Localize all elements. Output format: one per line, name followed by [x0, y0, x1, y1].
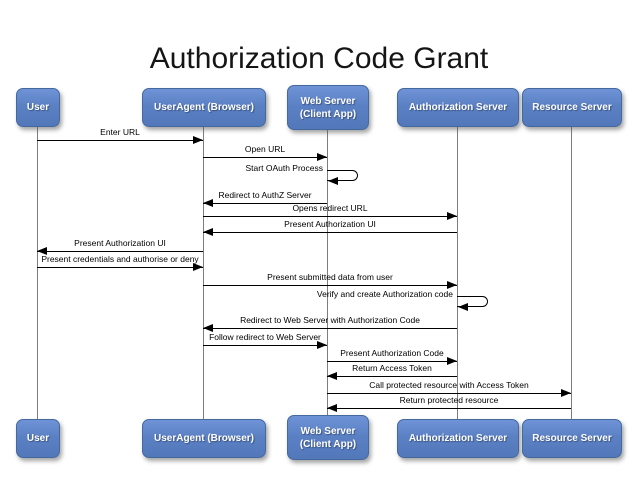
message-arrowhead [203, 324, 213, 332]
message-label: Present submitted data from user [267, 272, 393, 282]
actor-label: UserAgent (Browser) [153, 102, 255, 113]
actor-label: UserAgent (Browser) [153, 433, 255, 444]
message-arrowhead [317, 341, 327, 349]
message-label: Start OAuth Process [245, 163, 323, 173]
message-label: Present Authorization UI [284, 219, 376, 229]
message-label: Return Access Token [352, 363, 432, 373]
message-arrow-line [327, 361, 457, 362]
message-arrow-line [203, 157, 327, 158]
message-label: Follow redirect to Web Server [209, 332, 321, 342]
actor-label: Web Server [300, 425, 356, 437]
self-message-arrowhead [328, 177, 338, 185]
actor-label: Web Server [300, 95, 356, 107]
lifeline-webserver [327, 106, 328, 437]
actor-box-resourceserver-bottom: Resource Server [522, 419, 622, 458]
message-arrowhead [447, 357, 457, 365]
diagram-title: Authorization Code Grant [149, 42, 489, 75]
actor-label: Resource Server [532, 433, 612, 444]
actor-label: User [26, 433, 50, 444]
actor-label: User [26, 102, 50, 113]
message-arrow-line [37, 140, 203, 141]
message-arrow-line [203, 285, 457, 286]
message-label: Open URL [244, 144, 286, 154]
message-arrow-line [203, 232, 457, 233]
message-label: Return protected resource [399, 395, 499, 405]
lifeline-authserver [457, 106, 458, 437]
actor-box-resourceserver-top: Resource Server [522, 88, 622, 127]
message-arrow-line [203, 345, 327, 346]
self-message-arrowhead [458, 303, 468, 311]
message-label: Enter URL [100, 127, 140, 137]
message-arrowhead [37, 247, 47, 255]
message-label: Present Authorization Code [340, 348, 444, 358]
message-arrowhead [203, 228, 213, 236]
actor-box-user-top: User [16, 88, 60, 127]
message-arrowhead [447, 212, 457, 220]
message-arrow-line [37, 251, 203, 252]
actor-box-authserver-top: Authorization Server [397, 88, 519, 127]
actor-label: Authorization Server [408, 433, 508, 444]
message-label: Present Authorization UI [74, 238, 166, 248]
message-arrow-line [203, 203, 327, 204]
message-label: Opens redirect URL [292, 203, 368, 213]
lifeline-resourceserver [571, 106, 572, 437]
actor-box-webserver-bottom: Web Server(Client App) [287, 415, 369, 460]
self-message-loop [457, 296, 488, 307]
actor-box-authserver-bottom: Authorization Server [397, 419, 519, 458]
message-arrow-line [327, 408, 571, 409]
message-arrow-line [203, 216, 457, 217]
message-arrowhead [193, 136, 203, 144]
message-arrowhead [203, 199, 213, 207]
message-arrow-line [37, 267, 203, 268]
actor-label: Resource Server [532, 102, 612, 113]
lifeline-user [37, 106, 38, 437]
message-arrowhead [561, 389, 571, 397]
message-arrowhead [317, 153, 327, 161]
message-arrow-line [203, 328, 457, 329]
actor-box-user-bottom: User [16, 419, 60, 458]
message-label: Call protected resource with Access Toke… [369, 380, 529, 390]
message-label: Verify and create Authorization code [316, 289, 453, 299]
actor-label: (Client App) [299, 108, 357, 120]
self-message-loop [327, 170, 358, 181]
message-arrow-line [327, 376, 457, 377]
actor-box-useragent-top: UserAgent (Browser) [142, 88, 266, 127]
message-arrow-line [327, 393, 571, 394]
message-label: Redirect to Web Server with Authorizatio… [240, 315, 420, 325]
message-arrowhead [327, 404, 337, 412]
message-arrowhead [327, 372, 337, 380]
actor-box-useragent-bottom: UserAgent (Browser) [142, 419, 266, 458]
message-label: Redirect to AuthZ Server [218, 190, 312, 200]
actor-box-webserver-top: Web Server(Client App) [287, 85, 369, 130]
actor-label: (Client App) [299, 438, 357, 450]
message-label: Present credentials and authorise or den… [41, 254, 199, 264]
message-arrowhead [447, 281, 457, 289]
lifeline-useragent [203, 106, 204, 437]
actor-label: Authorization Server [408, 102, 508, 113]
message-arrowhead [193, 263, 203, 271]
